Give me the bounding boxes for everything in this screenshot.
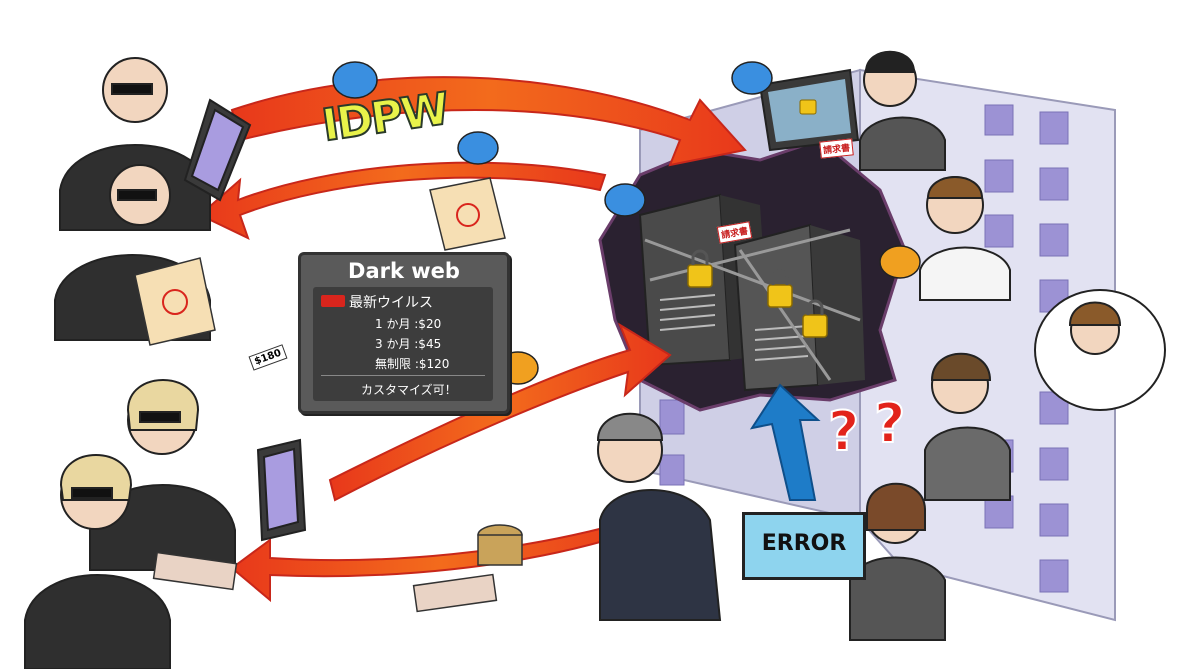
error-text: ERROR [761,531,847,556]
infected-laptop [758,68,860,152]
dark-web-heading: 最新ウイルス [349,295,433,311]
question-mark: ? [827,399,860,464]
price-item: 3 か月 :$45 [375,337,442,351]
error-laptop-screen: ERROR [742,512,866,580]
hacker-group [24,57,307,669]
customizable-note: カスタマイズ可！ [361,383,457,397]
question-mark: ? [873,391,906,456]
divider [321,375,485,376]
invoice-stamp: 請求書 [819,138,854,159]
locked-servers [638,193,865,392]
padlock-icon [687,249,828,338]
money-stack [152,524,523,613]
secret-envelope [134,177,506,346]
dark-web-panel: Dark web 最新ウイルス 1 か月 :$20 3 か月 :$45 無制限 … [298,252,510,414]
office-workers [596,50,1166,641]
price-item: 1 か月 :$20 [375,317,442,331]
new-badge [321,295,345,307]
blue-up-arrow [749,383,821,501]
dark-web-title: Dark web [348,259,460,283]
price-item: 無制限 :$120 [375,357,450,371]
dark-web-listing: 最新ウイルス 1 か月 :$20 3 か月 :$45 無制限 :$120 カスタ… [313,287,493,401]
virus-bug-icon [332,61,921,385]
